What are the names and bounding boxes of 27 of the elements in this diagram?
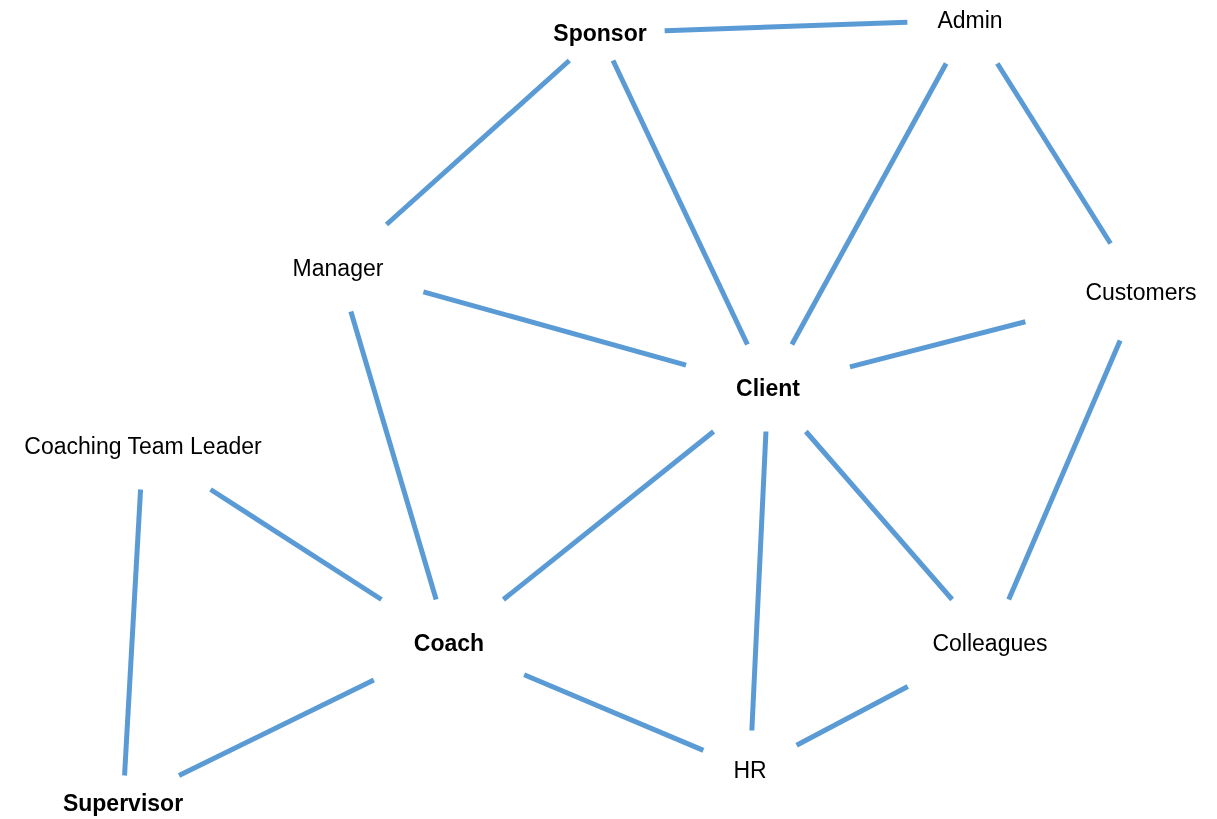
role-label: Customers xyxy=(1085,278,1197,306)
connector-line xyxy=(122,489,144,776)
role-label: Coach xyxy=(413,629,485,657)
role-label: Colleagues xyxy=(932,629,1048,657)
connector-line xyxy=(995,62,1113,245)
role-label: Supervisor xyxy=(62,789,184,817)
connector-line xyxy=(209,487,383,602)
connector-line xyxy=(749,431,769,731)
connector-line xyxy=(384,58,571,227)
connector-line xyxy=(177,677,375,778)
role-label: Sponsor xyxy=(553,19,647,47)
role-label: Admin xyxy=(937,6,1003,34)
connector-line xyxy=(422,289,687,368)
connector-line xyxy=(804,429,954,602)
connector-line xyxy=(523,672,705,753)
connector-line xyxy=(1006,339,1123,601)
role-label: Manager xyxy=(292,254,384,282)
connector-line xyxy=(795,684,909,748)
role-label: Client xyxy=(736,374,800,402)
role-label: Coaching Team Leader xyxy=(24,432,262,460)
role-label: HR xyxy=(733,756,767,784)
connector-line xyxy=(664,19,908,34)
connector-line xyxy=(610,59,750,346)
connector-line xyxy=(501,429,716,602)
connector-line xyxy=(789,62,949,346)
connector-line xyxy=(849,319,1027,370)
connector-line xyxy=(348,310,439,601)
